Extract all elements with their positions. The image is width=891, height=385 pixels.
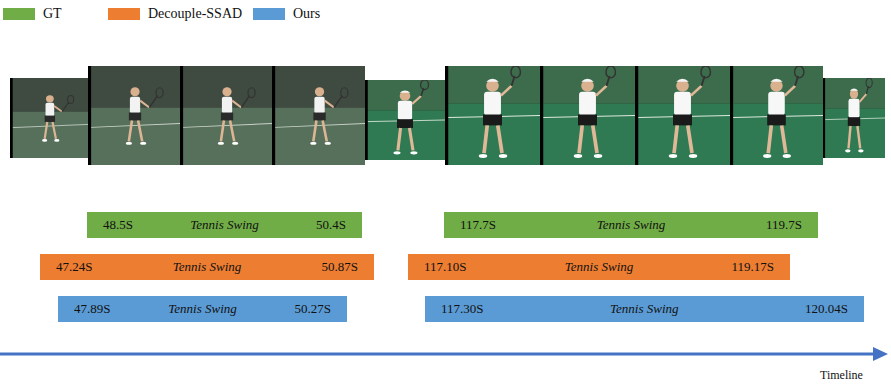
detection-bar: 48.5S Tennis Swing 50.4S	[87, 212, 362, 238]
action-label: Tennis Swing	[168, 301, 237, 317]
time-stamp: 50.4S	[316, 217, 346, 233]
video-frame	[272, 66, 365, 165]
time-stamp: 48.5S	[103, 217, 133, 233]
video-frame	[540, 66, 635, 165]
time-stamp: 50.27S	[295, 301, 331, 317]
action-label: Tennis Swing	[610, 301, 679, 317]
video-frame	[730, 66, 823, 165]
detection-bar: 47.89S Tennis Swing 50.27S	[58, 296, 347, 322]
legend-item: Decouple-SSAD	[108, 6, 242, 22]
legend-item: GT	[3, 6, 62, 22]
video-frame	[180, 66, 272, 165]
time-stamp: 119.7S	[766, 217, 802, 233]
legend-swatch	[3, 8, 35, 20]
time-stamp: 119.17S	[731, 259, 774, 275]
time-stamp: 117.10S	[424, 259, 467, 275]
action-label: Tennis Swing	[565, 259, 634, 275]
legend-text: GT	[43, 6, 62, 22]
video-frame	[823, 78, 885, 158]
video-frame	[635, 66, 730, 165]
legend-swatch	[253, 8, 285, 20]
detection-bar: 117.7S Tennis Swing 119.7S	[444, 212, 818, 238]
time-stamp: 47.24S	[56, 259, 92, 275]
time-stamp: 117.30S	[441, 301, 484, 317]
time-stamp: 120.04S	[805, 301, 848, 317]
legend-text: Decouple-SSAD	[148, 6, 242, 22]
legend-text: Ours	[293, 6, 320, 22]
action-label: Tennis Swing	[597, 217, 666, 233]
detection-bar: 117.10S Tennis Swing 119.17S	[408, 254, 790, 280]
detection-bar: 117.30S Tennis Swing 120.04S	[425, 296, 864, 322]
detection-bar: 47.24S Tennis Swing 50.87S	[40, 254, 374, 280]
action-label: Tennis Swing	[173, 259, 242, 275]
video-frame	[445, 66, 540, 165]
video-frame	[365, 80, 445, 160]
timeline-arrowhead	[873, 347, 888, 361]
action-label: Tennis Swing	[190, 217, 259, 233]
time-stamp: 117.7S	[460, 217, 496, 233]
legend-item: Ours	[253, 6, 320, 22]
legend-swatch	[108, 8, 140, 20]
video-frame	[88, 66, 180, 165]
axis-label: Timeline	[820, 368, 863, 383]
time-stamp: 47.89S	[74, 301, 110, 317]
video-frame	[10, 78, 88, 158]
timeline-arrow	[0, 353, 876, 356]
time-stamp: 50.87S	[322, 259, 358, 275]
